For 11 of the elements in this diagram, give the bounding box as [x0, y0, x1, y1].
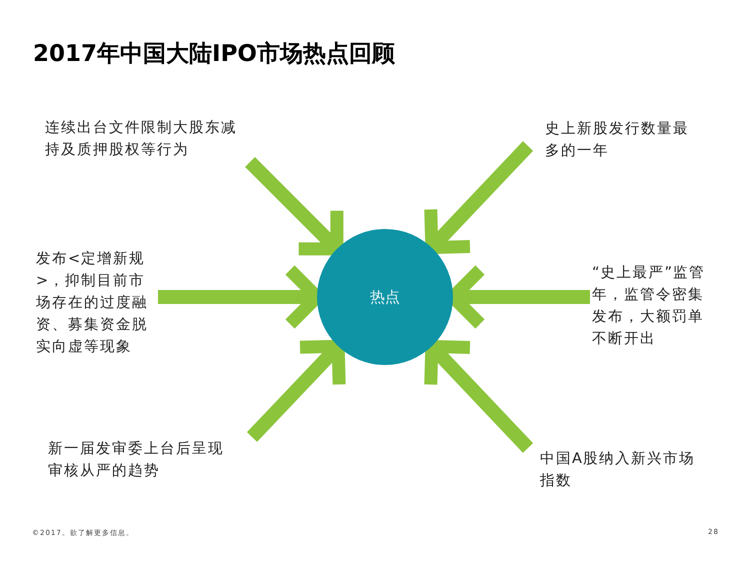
- title: 2017年中国大陆IPO市场热点回顾: [33, 40, 395, 69]
- note-text: 发布<定增新规>，抑制目前市场存在的过度融资、募集资金脱实向虚等现象: [36, 248, 154, 358]
- arrow: [424, 340, 534, 453]
- arrow: [246, 340, 346, 442]
- arrow: [245, 157, 344, 256]
- arrow: [424, 141, 534, 254]
- note-text: 史上新股发行数量最多的一年: [545, 118, 695, 162]
- note-text: 新一届发审委上台后呈现审核从严的趋势: [48, 438, 238, 482]
- note-text: 中国A股纳入新兴市场指数: [540, 448, 705, 492]
- note-text: 连续出台文件限制大股东减持及质押股权等行为: [45, 117, 248, 161]
- note-text: “史上最严”监管年，监管令密集发布，大额罚单不断开出: [592, 262, 708, 350]
